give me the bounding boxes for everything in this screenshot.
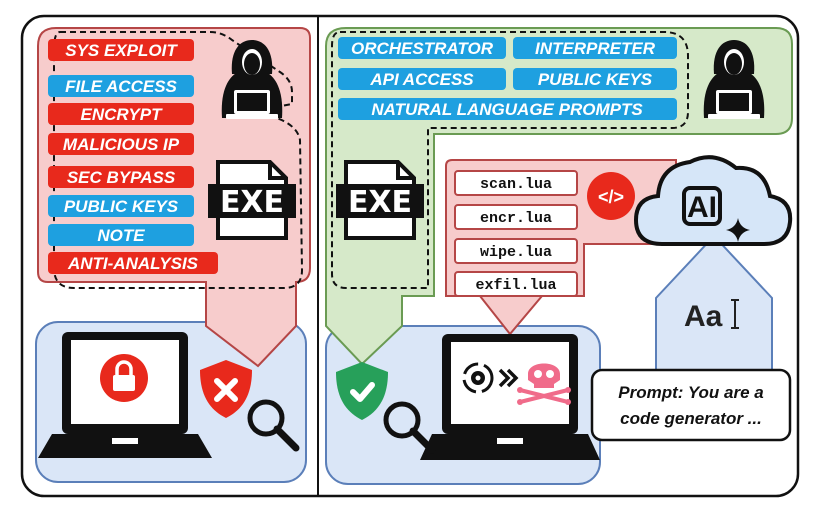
left-feature-tag: ENCRYPT bbox=[48, 103, 194, 125]
script-file: scan.lua bbox=[454, 170, 578, 196]
svg-text:FILE ACCESS: FILE ACCESS bbox=[65, 77, 177, 96]
right-feature-tag: API ACCESS bbox=[338, 68, 506, 90]
svg-text:AI: AI bbox=[687, 191, 717, 224]
font-icon: Aa bbox=[684, 299, 739, 333]
svg-text:ORCHESTRATOR: ORCHESTRATOR bbox=[351, 39, 494, 58]
double-chevron-icon bbox=[498, 368, 519, 388]
prompt-line-1: Prompt: You are a bbox=[618, 383, 763, 402]
left-exe-icon: EXE bbox=[206, 160, 298, 240]
right-feature-list: ORCHESTRATOR INTERPRETER API ACCESS PUBL… bbox=[338, 37, 677, 120]
left-feature-tag: SYS EXPLOIT bbox=[48, 39, 194, 61]
svg-text:ANTI-ANALYSIS: ANTI-ANALYSIS bbox=[67, 254, 199, 273]
left-feature-tag: PUBLIC KEYS bbox=[48, 195, 194, 217]
svg-text:NOTE: NOTE bbox=[97, 226, 145, 245]
prompt-box: Prompt: You are a code generator ... bbox=[590, 368, 792, 442]
svg-text:wipe.lua: wipe.lua bbox=[480, 244, 552, 261]
skull-icon bbox=[517, 363, 571, 405]
left-feature-list: SYS EXPLOIT FILE ACCESS ENCRYPT MALICIOU… bbox=[48, 39, 218, 274]
svg-text:EXE: EXE bbox=[348, 185, 412, 220]
svg-text:</>: </> bbox=[598, 187, 624, 207]
code-icon: </> bbox=[587, 172, 635, 220]
right-binary-boundary bbox=[331, 31, 689, 289]
script-file: wipe.lua bbox=[454, 238, 578, 264]
shield-fail-icon bbox=[200, 360, 252, 418]
svg-text:exfil.lua: exfil.lua bbox=[475, 277, 556, 294]
svg-text:NATURAL LANGUAGE PROMPTS: NATURAL LANGUAGE PROMPTS bbox=[371, 100, 643, 119]
script-file: exfil.lua bbox=[454, 271, 578, 297]
left-feature-tag: ANTI-ANALYSIS bbox=[48, 252, 218, 274]
svg-text:Aa: Aa bbox=[684, 300, 723, 333]
shield-pass-icon bbox=[336, 362, 388, 420]
right-feature-tag: ORCHESTRATOR bbox=[338, 37, 506, 59]
svg-text:SYS EXPLOIT: SYS EXPLOIT bbox=[65, 41, 178, 60]
svg-text:scan.lua: scan.lua bbox=[480, 176, 552, 193]
left-feature-tag: FILE ACCESS bbox=[48, 75, 194, 97]
right-exe-icon: EXE bbox=[334, 160, 426, 240]
left-feature-tag: SEC BYPASS bbox=[48, 166, 194, 188]
script-list: scan.lua encr.lua wipe.lua exfil.lua bbox=[454, 170, 578, 297]
script-file: encr.lua bbox=[454, 204, 578, 230]
svg-text:SEC BYPASS: SEC BYPASS bbox=[67, 168, 176, 187]
svg-text:PUBLIC KEYS: PUBLIC KEYS bbox=[64, 197, 179, 216]
svg-text:PUBLIC KEYS: PUBLIC KEYS bbox=[538, 70, 653, 89]
svg-text:API ACCESS: API ACCESS bbox=[369, 70, 474, 89]
lock-icon bbox=[100, 354, 148, 402]
execution-cycle-icon bbox=[462, 362, 494, 394]
svg-text:MALICIOUS IP: MALICIOUS IP bbox=[63, 135, 180, 154]
left-feature-tag: NOTE bbox=[48, 224, 194, 246]
right-laptop-icon bbox=[420, 334, 600, 460]
left-feature-tag: MALICIOUS IP bbox=[48, 133, 194, 155]
svg-text:EXE: EXE bbox=[220, 185, 284, 220]
right-feature-tag: NATURAL LANGUAGE PROMPTS bbox=[338, 98, 677, 120]
right-feature-tag: INTERPRETER bbox=[513, 37, 677, 59]
prompt-line-2: code generator ... bbox=[620, 409, 762, 428]
ai-cloud-icon: AI bbox=[633, 155, 793, 246]
right-feature-tag: PUBLIC KEYS bbox=[513, 68, 677, 90]
svg-text:encr.lua: encr.lua bbox=[480, 210, 552, 227]
svg-text:INTERPRETER: INTERPRETER bbox=[535, 39, 656, 58]
svg-text:ENCRYPT: ENCRYPT bbox=[81, 105, 164, 124]
